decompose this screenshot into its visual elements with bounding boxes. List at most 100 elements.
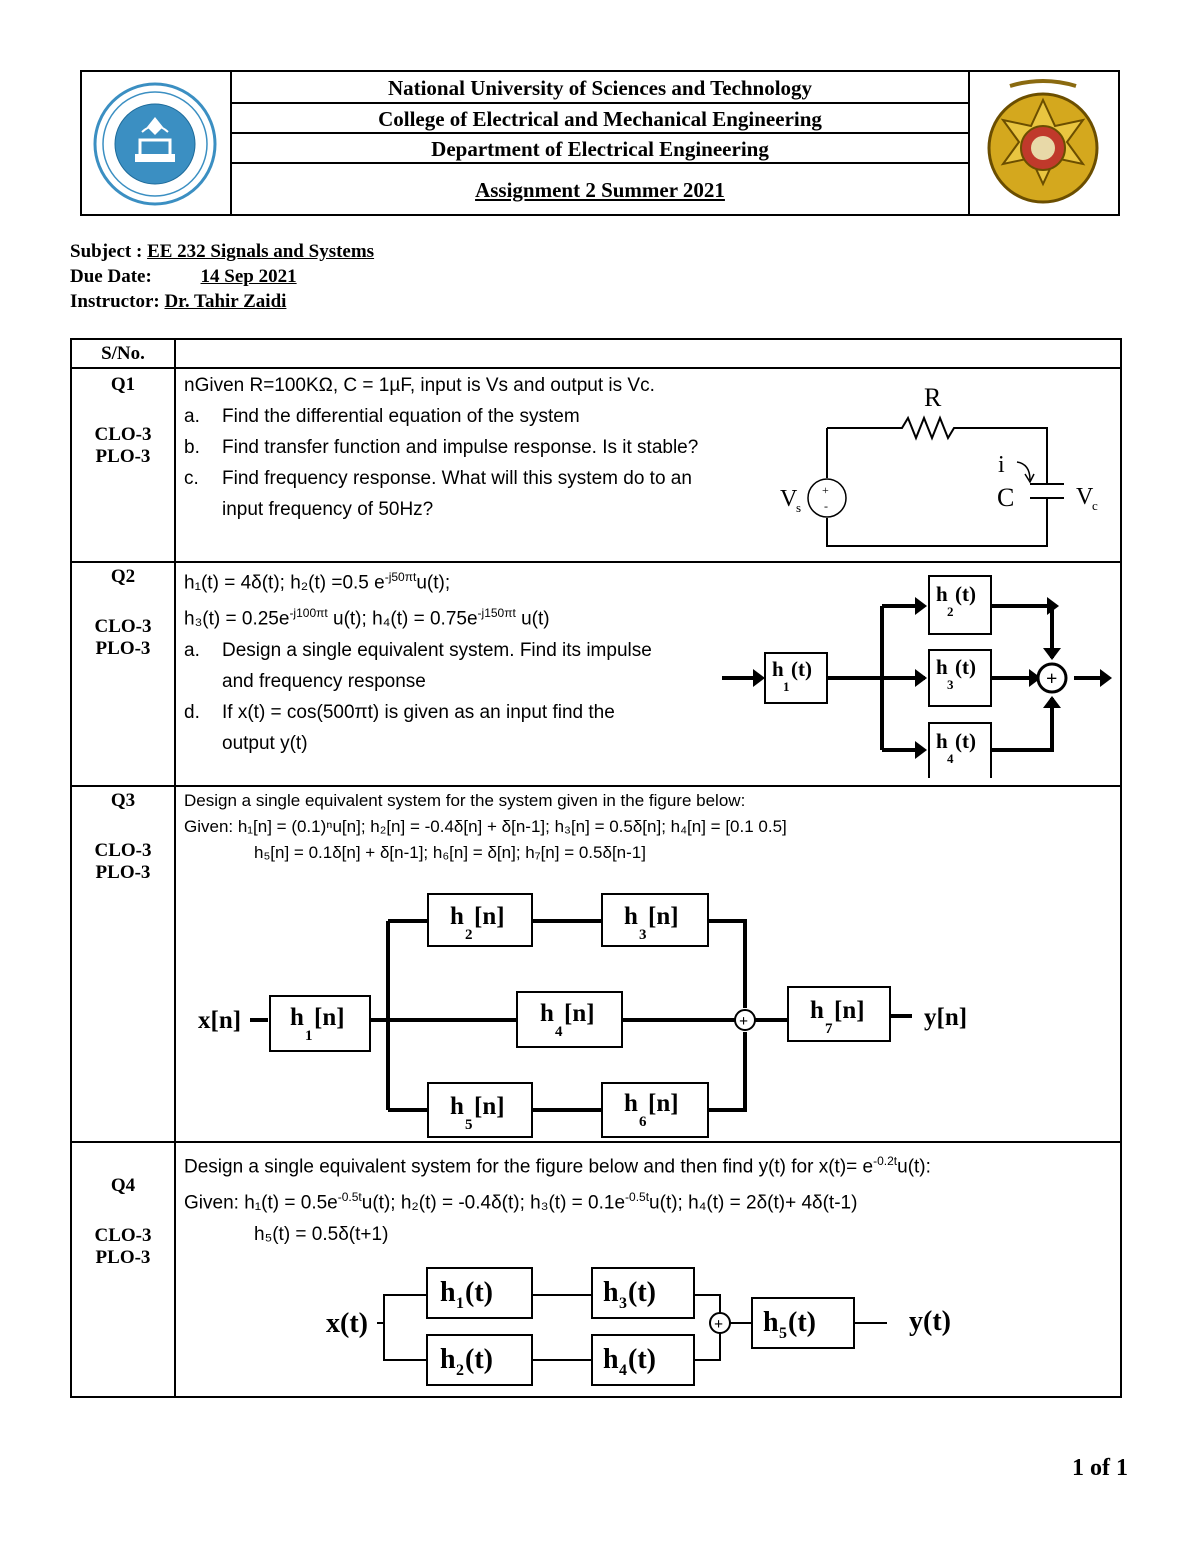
- q3-h3-block: [601, 893, 709, 947]
- q3-h1-h: h: [290, 1004, 304, 1031]
- q4-intro-end: u(t):: [897, 1156, 931, 1178]
- vs-subscript: s: [796, 500, 801, 515]
- q3-given-1: Given: h₁[n] = (0.1)ⁿu[n]; h₂[n] = -0.4δ…: [184, 817, 787, 836]
- q4-h4-sub: 4: [619, 1362, 627, 1379]
- q4-h2-block: [426, 1334, 533, 1386]
- q3-h6-h: h: [624, 1090, 638, 1117]
- q4-summer-plus: +: [714, 1316, 723, 1333]
- q2-block-diagram: + h 1 (t) h 2 (t) h 3 (t) h 4 (t): [722, 575, 1112, 778]
- q2-number: Q2: [110, 566, 136, 587]
- q3-h7-n: [n]: [834, 997, 865, 1024]
- q4-h4-h: h: [603, 1344, 619, 1375]
- q3-h3-n: [n]: [648, 903, 679, 930]
- q4-h5-t: (t): [788, 1307, 816, 1338]
- q4-h2-t: (t): [465, 1344, 493, 1375]
- q4-h5-h: h: [763, 1307, 779, 1338]
- q4-intro-exp: -0.2t: [873, 1154, 898, 1168]
- instructor-value: Dr. Tahir Zaidi: [164, 291, 287, 312]
- column-header-sno: S/No.: [101, 343, 145, 364]
- q4-h3-block: [591, 1267, 695, 1319]
- q4-given-h2-h3: u(t); h₂(t) = -0.4δ(t); h₃(t) = 0.1e: [361, 1192, 626, 1214]
- q3-intro: Design a single equivalent system for th…: [184, 791, 746, 810]
- q2-h3-block: [928, 649, 992, 707]
- q2-h4-end: u(t): [515, 608, 550, 630]
- header-box: National University of Sciences and Tech…: [80, 70, 1120, 216]
- subject-label: Subject :: [70, 241, 143, 262]
- college-name: College of Electrical and Mechanical Eng…: [232, 104, 968, 134]
- q4-given-h5: h₅(t) = 0.5δ(t+1): [254, 1223, 389, 1245]
- q3-h5-n: [n]: [474, 1093, 505, 1120]
- q3-h2-n: [n]: [474, 903, 505, 930]
- row-divider: [72, 785, 1120, 787]
- q4-h1-sub: 1: [456, 1295, 464, 1312]
- q1-c-text: Find frequency response. What will this …: [222, 468, 692, 489]
- q1-clo: CLO-3: [94, 424, 152, 445]
- q3-summer-icon: [734, 1009, 756, 1031]
- q4-h3-h: h: [603, 1277, 619, 1308]
- college-emblem: [987, 79, 1099, 204]
- q2-a-text-cont: and frequency response: [222, 670, 426, 692]
- q3-h7-sub: 7: [825, 1021, 833, 1037]
- row-divider: [72, 1141, 1120, 1143]
- resistor-wire: [827, 415, 1048, 484]
- q2-h1-h2: h₁(t) = 4δ(t); h₂(t) =0.5 e: [184, 572, 385, 594]
- source-plus: +: [822, 483, 829, 497]
- q4-number: Q4: [110, 1175, 136, 1196]
- circuit-wire: [826, 428, 1048, 547]
- q4-h1-h: h: [440, 1277, 456, 1308]
- q1-a-text: Find the differential equation of the sy…: [222, 406, 580, 427]
- q1-a-label: a.: [184, 406, 200, 427]
- resistor-label: R: [924, 383, 942, 412]
- q2-h4-sub: 4: [947, 751, 954, 766]
- q3-h1-block: [269, 995, 371, 1052]
- q3-number: Q3: [110, 790, 136, 811]
- emblem-cell: [968, 72, 1118, 214]
- q2-h4: u(t); h₄(t) = 0.75e: [327, 608, 478, 630]
- q1-c-text-cont: input frequency of 50Hz?: [222, 499, 434, 520]
- q2-h4-block: [928, 722, 992, 778]
- q2-h4-exp: -j150πt: [477, 606, 516, 621]
- q3-h2-block: [427, 893, 533, 947]
- q4-h4-block: [591, 1334, 695, 1386]
- row-divider: [72, 367, 1120, 369]
- q2-text: h₁(t) = 4δ(t); h₂(t) =0.5 e-j50πt u(t); h…: [184, 562, 714, 759]
- q3-h3-h: h: [624, 903, 638, 930]
- q3-h6-sub: 6: [639, 1114, 647, 1130]
- q2-h2-exp: -j50πt: [384, 570, 417, 584]
- q3-block-diagram: + x[n] y[n] h 1 [n] h 2 [n] h 3 [n] h 4 …: [198, 893, 967, 1138]
- q2-h3: h₃(t) = 0.25e: [184, 608, 290, 630]
- q2-d-text-cont: output y(t): [222, 732, 308, 754]
- q3-h4-n: [n]: [564, 1000, 595, 1027]
- nust-logo-cell: [82, 72, 232, 214]
- due-date-line: Due Date: 14 Sep 2021: [70, 266, 297, 288]
- q3-label-cell: Q3 CLO-3 PLO-3: [72, 790, 174, 890]
- q4-h5-block: [751, 1297, 855, 1349]
- q1-c-label: c.: [184, 468, 199, 489]
- q3-output-label: y[n]: [924, 1004, 967, 1031]
- q3-h6-n: [n]: [648, 1090, 679, 1117]
- q4-intro: Design a single equivalent system for th…: [184, 1156, 874, 1178]
- instructor-line: Instructor: Dr. Tahir Zaidi: [70, 291, 286, 313]
- q1-b-label: b.: [184, 437, 200, 458]
- q3-input-label: x[n]: [198, 1007, 241, 1034]
- q4-h3-exp: -0.5t: [625, 1190, 650, 1205]
- q3-h1-n: [n]: [314, 1004, 345, 1031]
- q3-h4-block: [516, 991, 623, 1048]
- vc-subscript: c: [1092, 498, 1098, 513]
- q3-h2-sub: 2: [465, 927, 473, 943]
- q2-h1-sub: 1: [783, 679, 790, 694]
- q2-summer-plus: +: [1046, 668, 1057, 690]
- nust-logo: [93, 82, 217, 206]
- subject-value: EE 232 Signals and Systems: [147, 241, 375, 262]
- q3-plo: PLO-3: [95, 862, 151, 883]
- q2-summer-icon: [1036, 662, 1068, 694]
- column-divider: [174, 340, 176, 1396]
- q2-h3-t: (t): [955, 655, 976, 679]
- q1-intro: nGiven R=100KΩ, C = 1µF, input is Vs and…: [184, 375, 655, 396]
- q2-h1-h: h: [772, 657, 784, 681]
- q3-summer-plus: +: [739, 1013, 748, 1030]
- q3-h5-sub: 5: [465, 1117, 473, 1133]
- due-date-value: 14 Sep 2021: [200, 266, 297, 287]
- q3-h5-block: [427, 1082, 533, 1138]
- q4-input-label: x(t): [326, 1308, 368, 1339]
